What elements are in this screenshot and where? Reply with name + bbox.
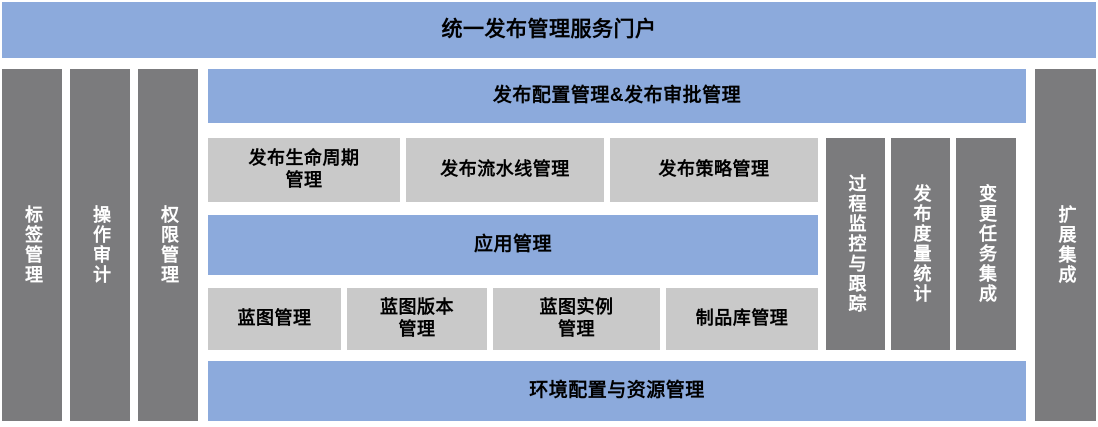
- release-lifecycle-management-box[interactable]: 发布生命周期 管理: [208, 138, 400, 202]
- pillar-label-management[interactable]: 标签管理: [2, 69, 62, 421]
- pillar-change-task-integration[interactable]: 变更任务集成: [956, 138, 1016, 350]
- environment-resource-management-bar[interactable]: 环境配置与资源管理: [208, 361, 1026, 421]
- release-config-approval-bar[interactable]: 发布配置管理&发布审批管理: [208, 69, 1026, 123]
- release-strategy-management-box[interactable]: 发布策略管理: [610, 138, 818, 202]
- pillar-extension-integration[interactable]: 扩展集成: [1035, 69, 1096, 421]
- release-pipeline-management-box[interactable]: 发布流水线管理: [406, 138, 604, 202]
- blueprint-management-box[interactable]: 蓝图管理: [208, 288, 341, 350]
- pillar-operation-audit[interactable]: 操作审计: [70, 69, 130, 421]
- blueprint-version-management-box[interactable]: 蓝图版本 管理: [347, 288, 487, 350]
- pillar-process-monitoring-tracking[interactable]: 过程监控与跟踪: [826, 138, 885, 350]
- pillar-release-metrics-statistics[interactable]: 发布度量统计: [891, 138, 950, 350]
- pillar-permission-management[interactable]: 权限管理: [138, 69, 198, 421]
- blueprint-instance-management-box[interactable]: 蓝图实例 管理: [493, 288, 660, 350]
- application-management-bar[interactable]: 应用管理: [208, 215, 818, 275]
- artifact-repository-management-box[interactable]: 制品库管理: [666, 288, 818, 350]
- portal-title-bar: 统一发布管理服务门户: [2, 2, 1096, 58]
